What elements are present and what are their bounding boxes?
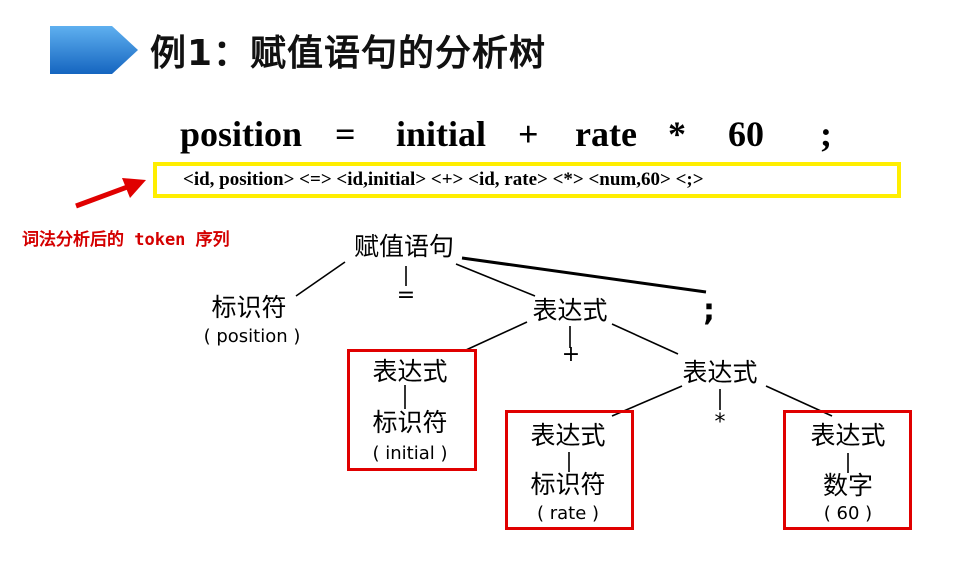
- tree-expr-right: 表达式: [682, 358, 758, 387]
- tree-assign-op: =: [396, 283, 416, 308]
- statement-token-rate: rate: [575, 114, 637, 154]
- tree-expr-left: 表达式: [372, 357, 448, 386]
- edge-root-semicolon: [461, 256, 707, 294]
- token-sequence-note: 词法分析后的 token 序列: [22, 230, 230, 250]
- statement-token-semicolon: ;: [820, 114, 832, 154]
- tree-identifier: 标识符: [211, 293, 287, 322]
- tree-expr-rate: 表达式: [530, 421, 606, 450]
- statement-token-assign: =: [335, 114, 356, 154]
- statement-token-initial: initial: [396, 114, 487, 154]
- tree-expr-left-id: 标识符: [372, 408, 448, 437]
- tree-identifier-sub: ( position ): [203, 326, 301, 347]
- page-title: 例1：赋值语句的分析树: [150, 33, 547, 74]
- token-sequence: <id, position> <=> <id,initial> <+> <id,…: [183, 169, 704, 190]
- subtree-box-rate: [505, 410, 634, 530]
- subtree-box-initial: [347, 349, 477, 471]
- edge-expr-left: [465, 321, 528, 351]
- statement-token-plus: +: [518, 114, 539, 154]
- tree-expr-num: 表达式: [810, 421, 886, 450]
- statement-token-times: *: [668, 114, 686, 154]
- edge-expr-right: [611, 323, 679, 355]
- subtree-box-num: [783, 410, 912, 530]
- tree-expr-main: 表达式: [532, 296, 608, 325]
- tree-semicolon: ;: [703, 293, 715, 328]
- red-arrow-icon: [75, 178, 146, 209]
- tree-expr-rate-id: 标识符: [530, 470, 606, 499]
- tree-expr-left-sub: ( initial ): [372, 443, 448, 464]
- tree-root: 赋值语句: [353, 232, 455, 261]
- statement-token-position: position: [180, 114, 303, 154]
- tree-times-op: *: [714, 410, 726, 435]
- tree-expr-num-digit: 数字: [822, 471, 874, 500]
- tree-expr-rate-sub: ( rate ): [536, 503, 600, 524]
- token-sequence-box: [153, 162, 901, 198]
- tree-expr-num-sub: ( 60 ): [823, 503, 873, 524]
- tree-plus-op: +: [561, 342, 581, 367]
- edge-root-expr: [455, 263, 536, 297]
- title-arrow-icon: [50, 26, 138, 74]
- edge-root-identifier: [295, 261, 346, 297]
- statement-token-num: 60: [728, 114, 764, 154]
